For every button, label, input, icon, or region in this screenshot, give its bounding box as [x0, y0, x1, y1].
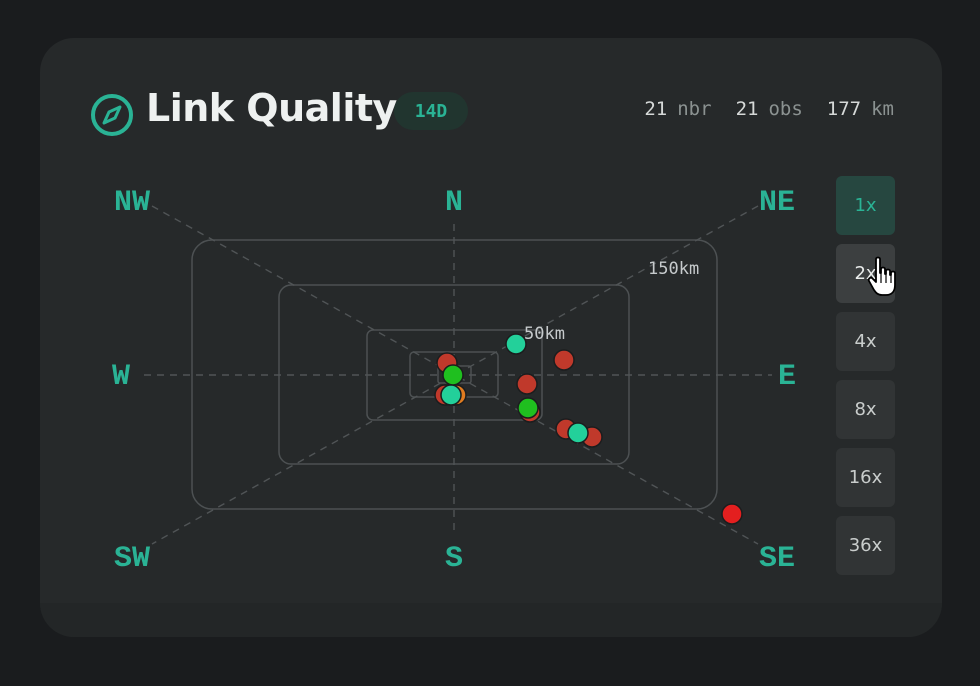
page-title: Link Quality — [146, 86, 397, 130]
dir-label-e: E — [778, 360, 796, 394]
period-badge: 14D — [394, 92, 468, 130]
neighbor-marker[interactable] — [440, 384, 462, 406]
ring-label-150km: 150km — [648, 259, 699, 279]
hand-pointer-icon — [867, 256, 896, 296]
neighbor-marker[interactable] — [505, 333, 527, 355]
ring-label-50km: 50km — [524, 324, 565, 344]
dir-label-ne: NE — [759, 186, 795, 220]
zoom-button-1x[interactable]: 1x — [836, 176, 895, 235]
axis-nw-se — [151, 205, 759, 545]
dir-label-w: W — [112, 360, 130, 394]
dir-label-n: N — [445, 186, 463, 220]
dir-label-se: SE — [759, 542, 795, 576]
neighbor-marker[interactable] — [567, 422, 589, 444]
neighbor-marker[interactable] — [553, 349, 575, 371]
neighbor-marker[interactable] — [721, 503, 743, 525]
neighbor-marker[interactable] — [516, 373, 538, 395]
card-footer — [40, 603, 942, 637]
zoom-button-8x[interactable]: 8x — [836, 380, 895, 439]
zoom-button-4x[interactable]: 4x — [836, 312, 895, 371]
dir-label-s: S — [445, 542, 463, 576]
zoom-controls: 1x 2x 4x 8x 16x 36x — [836, 176, 895, 584]
neighbor-marker[interactable] — [442, 364, 464, 386]
axis-ne-sw — [151, 205, 759, 545]
dir-label-sw: SW — [114, 542, 150, 576]
neighbor-marker[interactable] — [517, 397, 539, 419]
zoom-button-36x[interactable]: 36x — [836, 516, 895, 575]
compass-icon — [91, 94, 133, 136]
zoom-button-16x[interactable]: 16x — [836, 448, 895, 507]
link-quality-plot: NW N NE W E SW S SE 150km 50km — [112, 186, 796, 576]
dir-label-nw: NW — [114, 186, 150, 220]
